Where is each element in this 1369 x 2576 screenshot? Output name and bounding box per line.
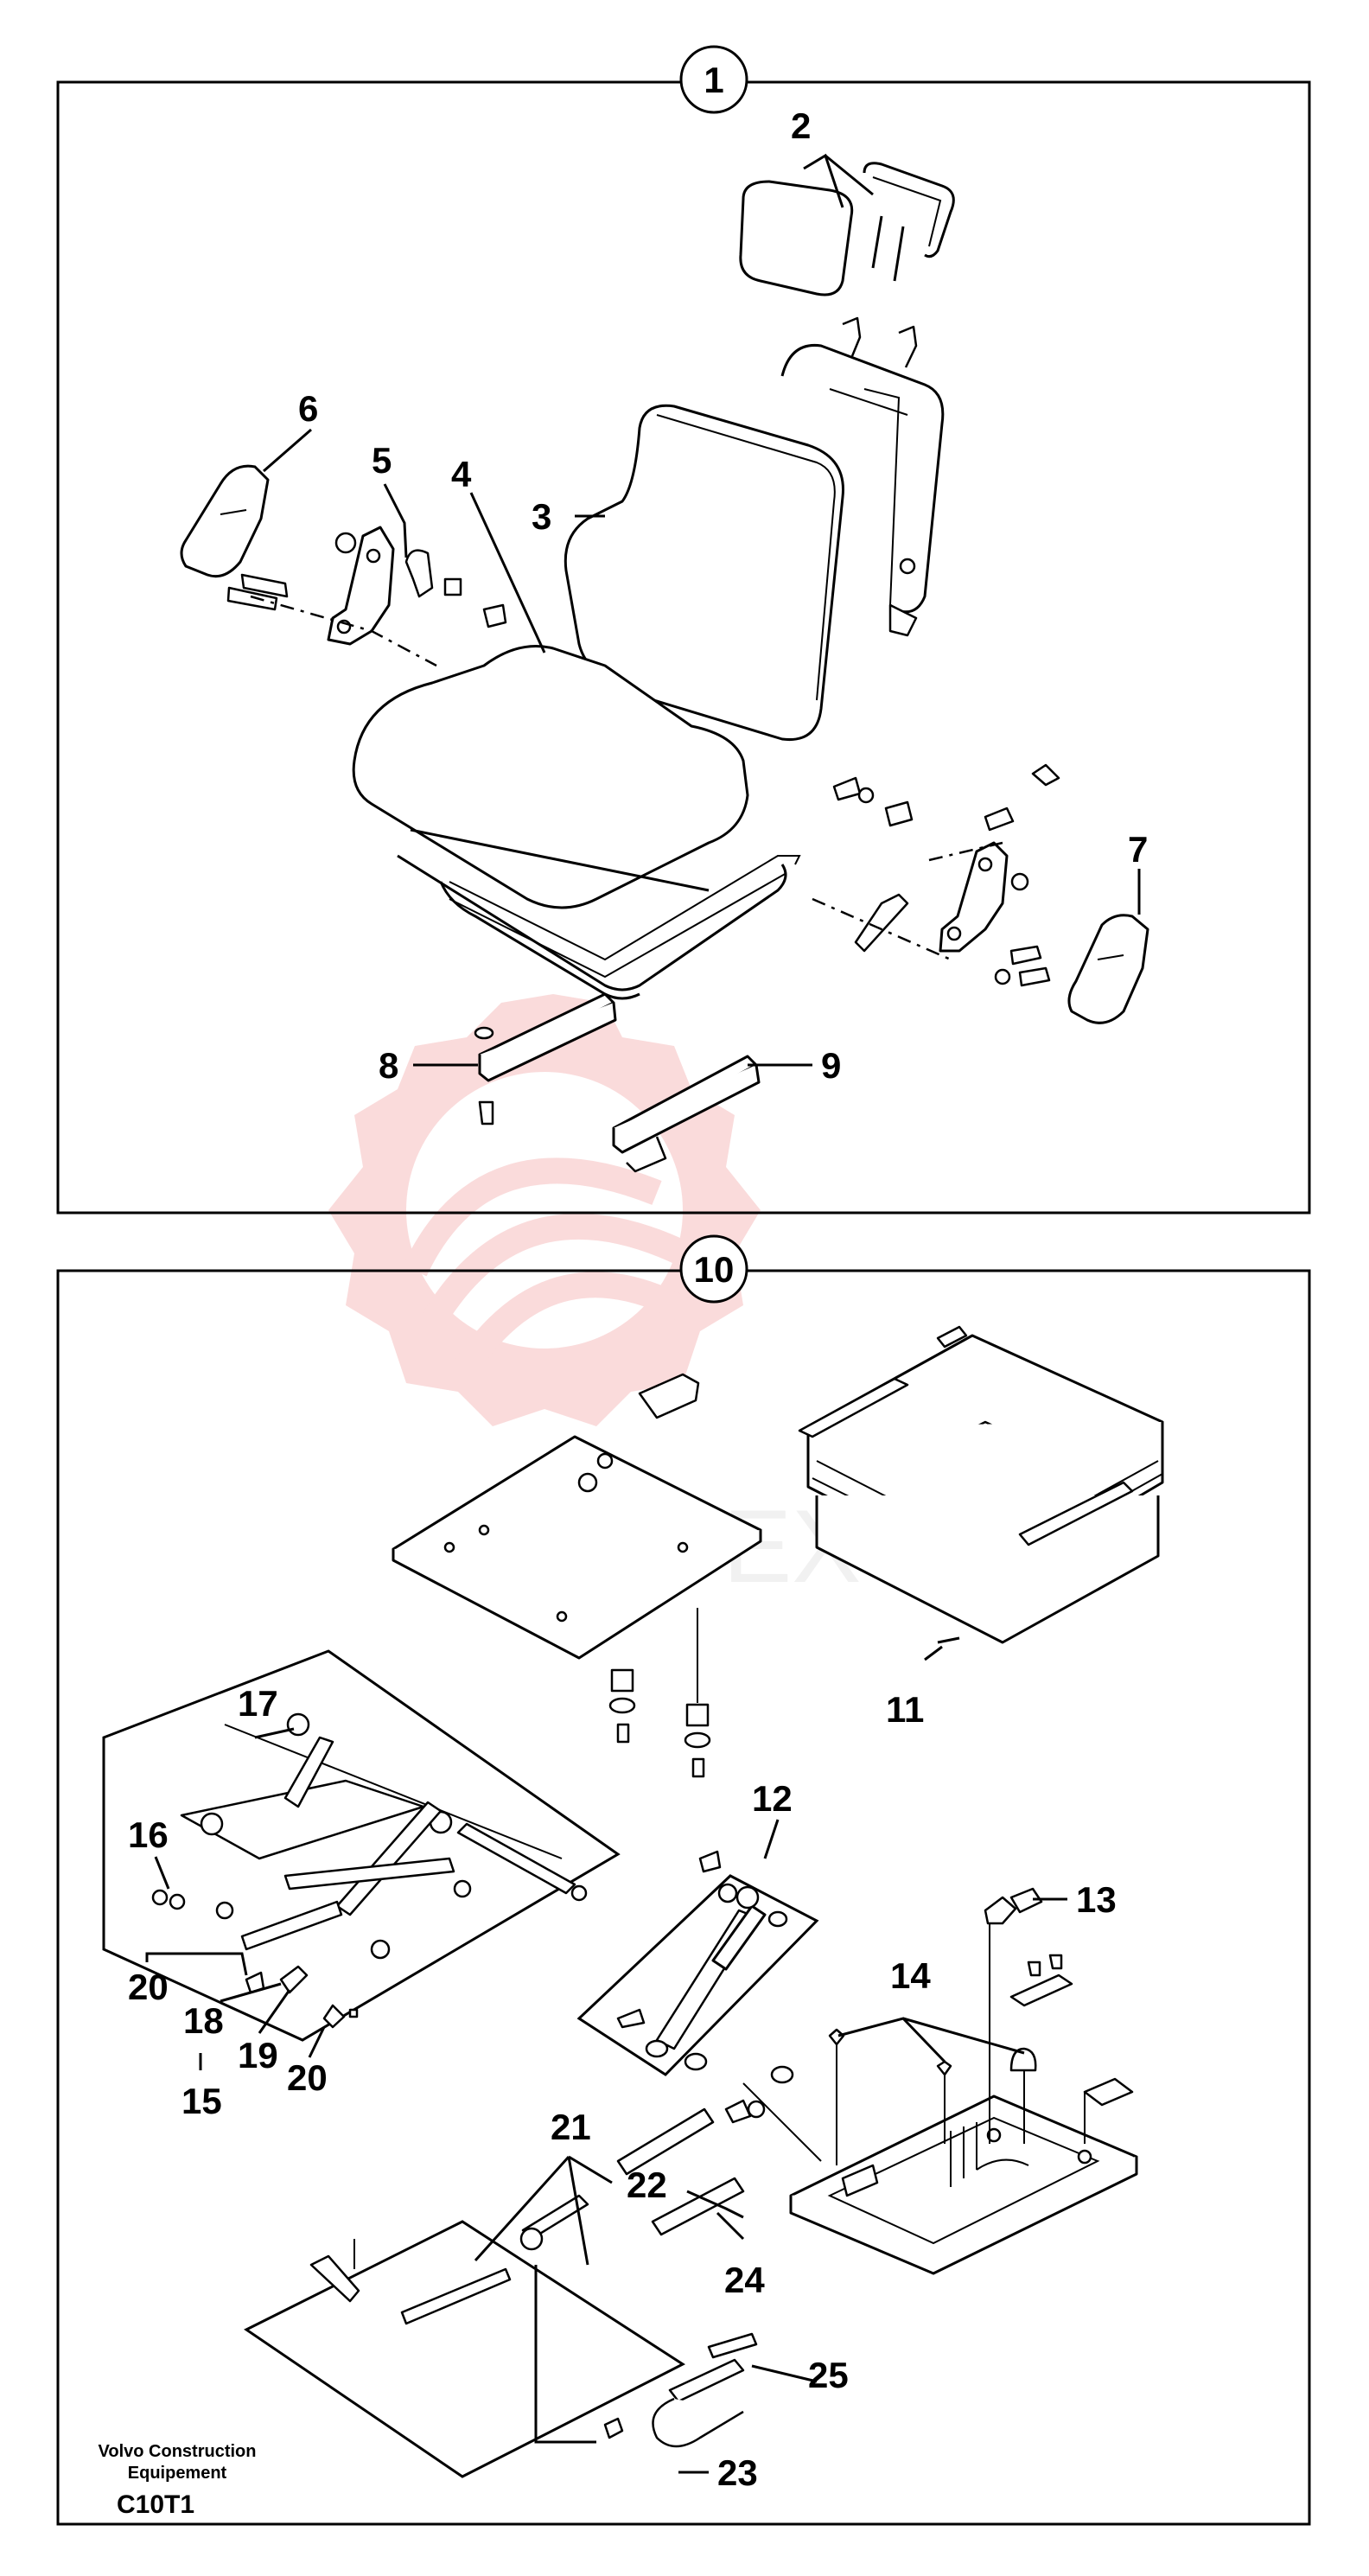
footer-code: C10T1 (117, 2490, 194, 2519)
side-cover-left (180, 464, 270, 578)
seat-rail-right (612, 1055, 761, 1173)
footer-brand-line2: Equipement (128, 2464, 227, 2483)
label-18: 18 (183, 2000, 224, 2041)
label-16: 16 (128, 1814, 169, 1855)
label-5: 5 (372, 440, 392, 481)
top-panel: 1 2 3 (56, 45, 1311, 1215)
seat-rail-left (474, 992, 617, 1125)
label-19: 19 (238, 2035, 278, 2075)
label-24: 24 (724, 2260, 765, 2300)
scissor-kit-panel (102, 1649, 621, 2042)
seat-plate (392, 1373, 762, 1778)
label-12: 12 (752, 1778, 793, 1819)
label-13: 13 (1076, 1879, 1117, 1920)
bottom-panel: 10 (56, 1234, 1311, 2526)
label-9: 9 (821, 1045, 841, 1086)
base-frame (742, 1887, 1138, 2275)
label-3: 3 (532, 496, 551, 537)
label-21: 21 (551, 2107, 591, 2147)
label-22: 22 (627, 2165, 667, 2205)
label-17: 17 (238, 1683, 278, 1724)
footer-brand-line1: Volvo Construction (99, 2442, 257, 2461)
label-7: 7 (1128, 829, 1148, 870)
seat-cushion (352, 645, 801, 1000)
backrest (564, 343, 945, 742)
hinge-lever-left (226, 526, 507, 646)
headrest (739, 162, 955, 368)
label-20a: 20 (128, 1967, 169, 2007)
label-25: 25 (808, 2355, 849, 2395)
label-11: 11 (886, 1689, 924, 1730)
label-15: 15 (181, 2081, 222, 2121)
hinge-lever-right (832, 763, 1060, 987)
lever-kit-panel (244, 2099, 766, 2478)
label-4: 4 (451, 454, 472, 494)
side-cover-right (1067, 914, 1149, 1024)
callout-10: 10 (694, 1249, 735, 1290)
label-6: 6 (298, 388, 318, 429)
label-14: 14 (890, 1955, 931, 1996)
label-2: 2 (791, 105, 811, 146)
callout-1: 1 (704, 60, 723, 100)
label-20b: 20 (287, 2057, 328, 2098)
label-23: 23 (717, 2452, 758, 2493)
gas-spring-panel (576, 1850, 819, 2076)
label-8: 8 (379, 1045, 398, 1086)
suspension-bellows (798, 1325, 1164, 1644)
